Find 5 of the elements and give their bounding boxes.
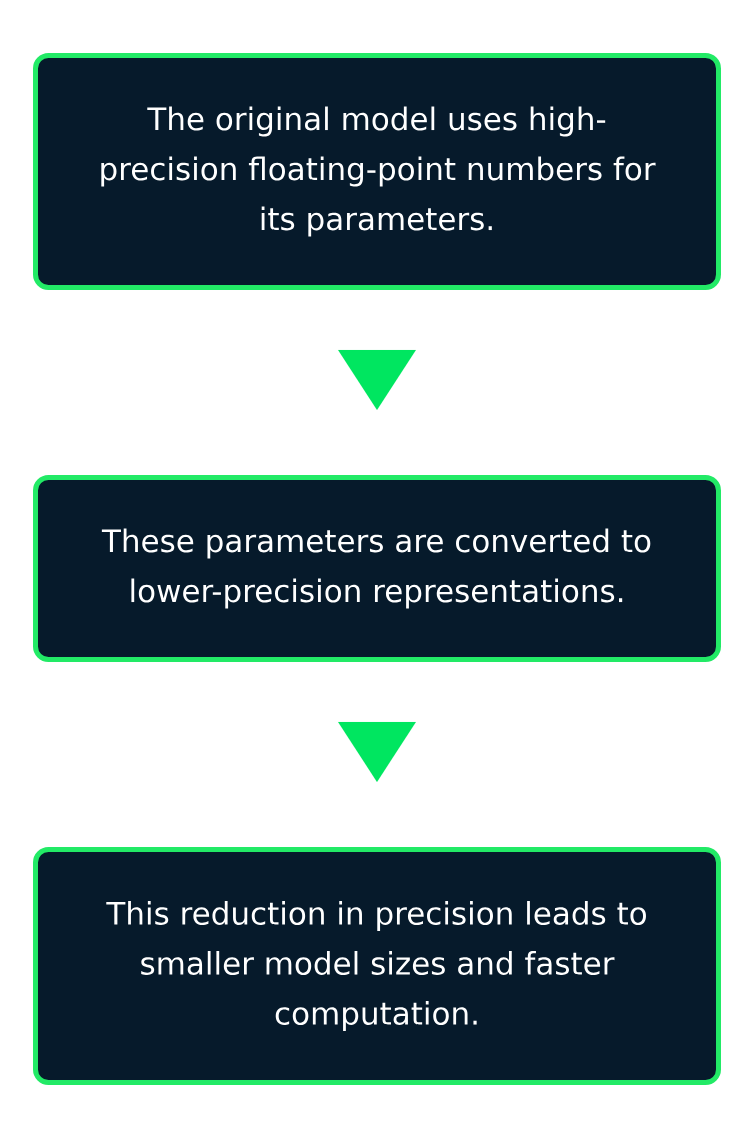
process-box: This reduction in precision leads to smaller model sizes and faster computation. (33, 847, 721, 1085)
process-box: The original model uses high-precision floating-point numbers for its parameters. (33, 53, 721, 290)
arrow (338, 722, 416, 782)
process-box: These parameters are converted to lower-precision representations. (33, 475, 721, 662)
arrow (338, 350, 416, 410)
